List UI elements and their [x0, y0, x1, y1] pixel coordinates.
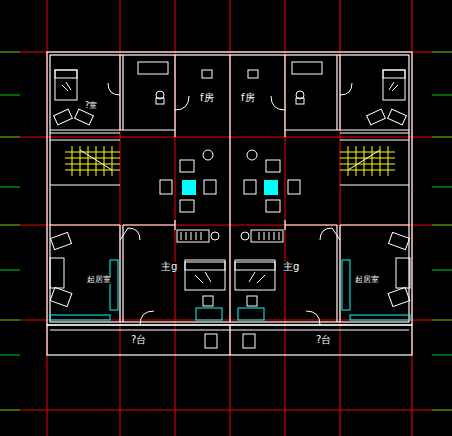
room-label: 起居室: [86, 276, 112, 284]
room-label: ?室: [84, 102, 98, 110]
room-label: ?台: [315, 335, 332, 345]
room-label: ?台: [130, 335, 147, 345]
room-label: f房: [240, 93, 256, 103]
room-label: 起居室: [354, 276, 380, 284]
room-label: 主g: [160, 262, 178, 272]
room-label: 主g: [282, 262, 300, 272]
room-label: f房: [199, 93, 215, 103]
